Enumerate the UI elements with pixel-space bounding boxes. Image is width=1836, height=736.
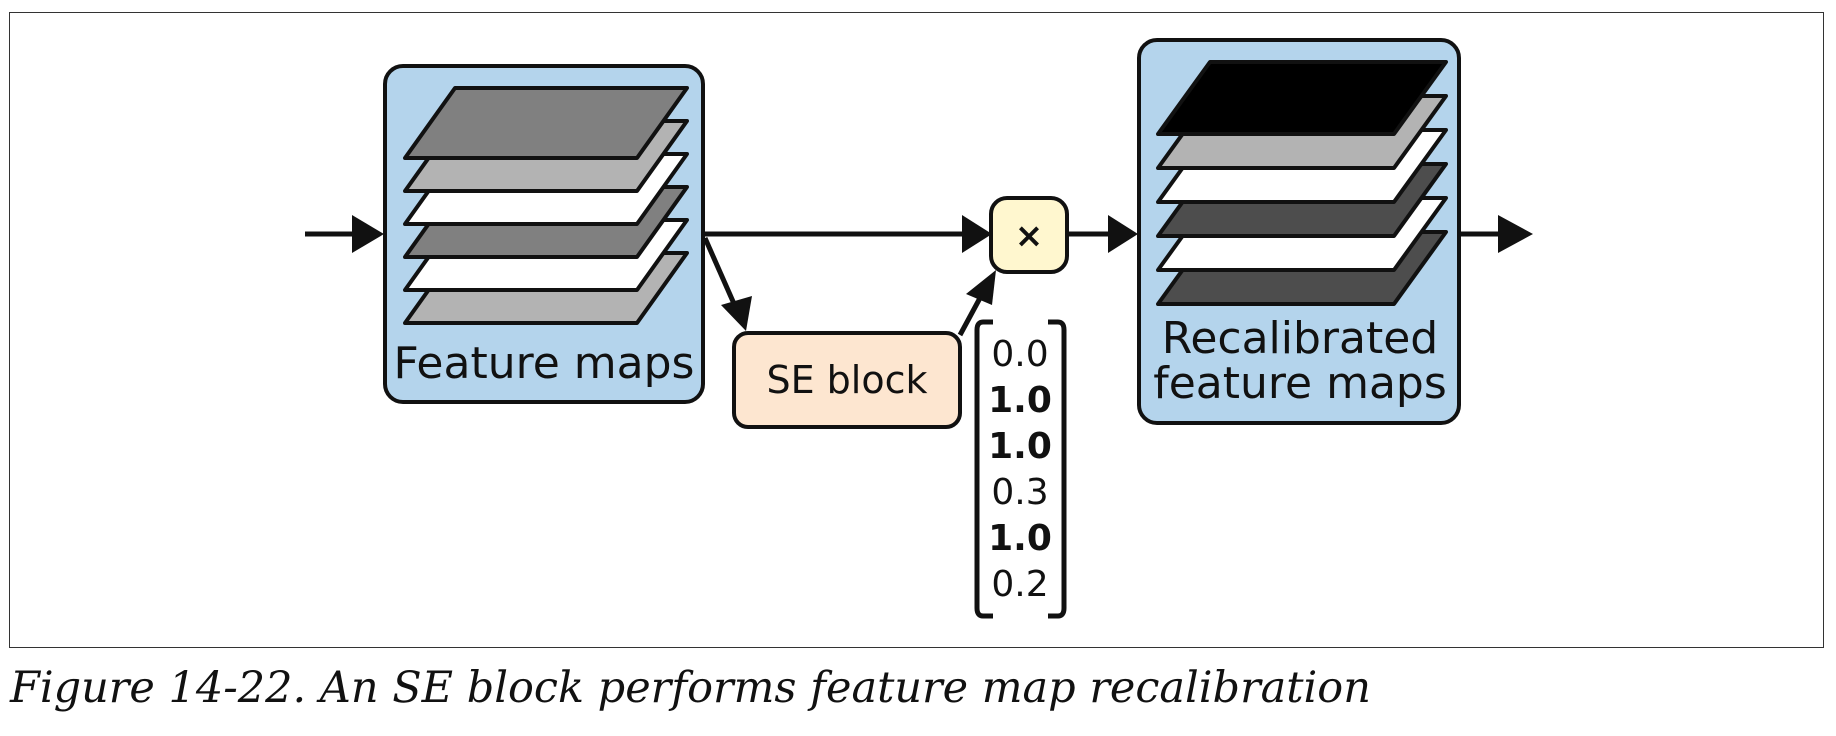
weight-value: 1.0 xyxy=(988,380,1052,421)
weight-value: 1.0 xyxy=(988,518,1052,559)
weights-vector: 0.0 1.0 1.0 0.3 1.0 0.2 xyxy=(974,319,1067,619)
se-block: SE block xyxy=(732,331,962,429)
output-feature-layers xyxy=(1156,60,1448,306)
figure-frame xyxy=(9,12,1824,648)
weight-value: 0.2 xyxy=(991,564,1048,605)
input-feature-layers xyxy=(403,86,689,325)
recalibrated-label-line2: feature maps xyxy=(1153,358,1447,409)
feature-maps-label: Feature maps xyxy=(394,338,695,389)
se-to-multiply-arrow xyxy=(957,270,996,337)
branch-arrow-to-se xyxy=(702,236,752,331)
weight-value: 0.3 xyxy=(991,472,1048,513)
main-path-arrow xyxy=(705,215,992,253)
output-feature-map-layer xyxy=(1156,60,1448,136)
left-bracket xyxy=(974,319,993,619)
multiply-symbol: × xyxy=(1015,216,1044,256)
weight-value: 0.0 xyxy=(991,334,1048,375)
figure-caption: Figure 14-22. An SE block performs featu… xyxy=(10,663,1371,713)
input-feature-map-layer xyxy=(403,86,689,160)
input-arrow xyxy=(305,215,384,253)
recalibrated-label-line1: Recalibrated xyxy=(1162,313,1439,364)
weight-value: 1.0 xyxy=(988,426,1052,467)
recalibrated-box: Recalibrated feature maps xyxy=(1137,38,1461,425)
feature-maps-box: Feature maps xyxy=(383,64,705,404)
output-arrow xyxy=(1460,215,1533,253)
se-block-diagram: Feature maps SE block × 0.01.01.00.31.00… xyxy=(305,38,1533,619)
multiply-to-output-arrow xyxy=(1068,215,1138,253)
right-bracket xyxy=(1048,319,1067,619)
se-block-label: SE block xyxy=(766,358,927,402)
multiply-node: × xyxy=(989,196,1069,274)
